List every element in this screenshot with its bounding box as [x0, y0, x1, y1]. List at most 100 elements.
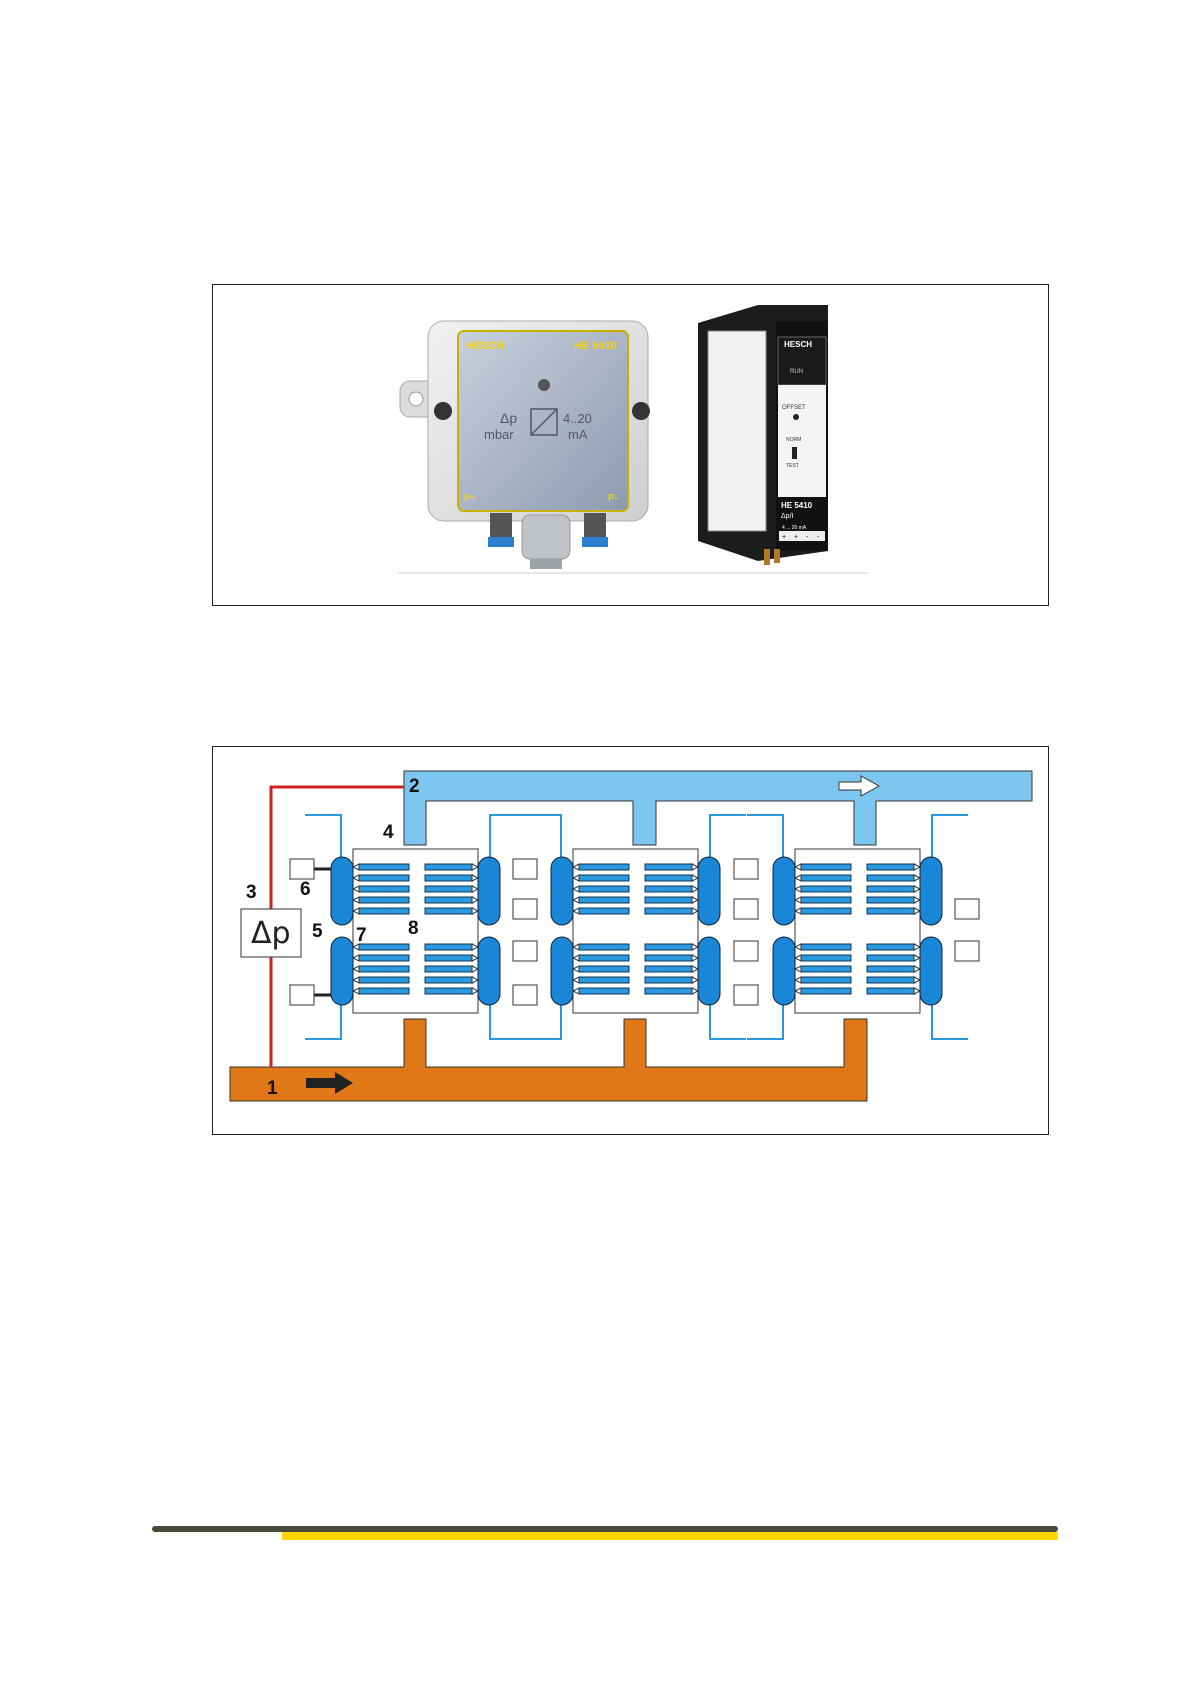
tube — [359, 977, 409, 983]
header-capsule — [331, 857, 353, 925]
label-6: 6 — [300, 879, 311, 900]
tube — [645, 886, 693, 892]
tube — [579, 875, 629, 881]
lead-line — [490, 1005, 526, 1039]
tube — [801, 897, 851, 903]
photo-frame: HESCH HE 5410 Δp mbar 4..20 mA P+ P- — [212, 284, 1049, 606]
tube — [425, 864, 473, 870]
tube — [645, 897, 693, 903]
field-transmitter-housing: HESCH HE 5410 Δp mbar 4..20 mA P+ P- — [400, 321, 650, 569]
tube — [645, 944, 693, 950]
housing-output-unit: mA — [568, 427, 588, 442]
sensor-box — [734, 941, 758, 961]
sensor-box — [513, 941, 537, 961]
footer-rule-yellow — [282, 1532, 1058, 1540]
cooling-diagram-frame: Δp 3 6 5 7 8 4 2 1 — [212, 746, 1049, 1135]
tube — [645, 955, 693, 961]
din-offset: OFFSET — [782, 405, 806, 411]
header-capsule — [698, 937, 720, 1005]
sensor-box — [955, 899, 979, 919]
tube — [801, 944, 851, 950]
label-8: 8 — [408, 918, 419, 939]
housing-symbol: Δp — [500, 410, 517, 426]
tube — [867, 988, 915, 994]
delta-p-label: Δp — [251, 916, 291, 951]
label-7: 7 — [356, 925, 367, 946]
tube — [801, 977, 851, 983]
din-term-1: + — [782, 534, 786, 541]
din-rail-transmitter: HESCH RUN OFFSET NORM TEST HE 5410 Δp/I … — [698, 305, 828, 565]
tube — [801, 864, 851, 870]
tube — [801, 955, 851, 961]
label-5: 5 — [312, 921, 323, 942]
lead-line — [747, 815, 783, 857]
sensor-box — [513, 985, 537, 1005]
tube — [579, 966, 629, 972]
lead-line — [305, 815, 341, 857]
tube — [579, 977, 629, 983]
sensor-box — [513, 859, 537, 879]
sensor-box — [734, 859, 758, 879]
din-test: TEST — [786, 463, 799, 469]
header-capsule — [551, 937, 573, 1005]
sensor-box — [734, 985, 758, 1005]
lead-line — [747, 1005, 783, 1039]
lead-line — [932, 815, 968, 857]
tube — [801, 988, 851, 994]
sensor-box — [955, 941, 979, 961]
din-norm: NORM — [786, 437, 801, 443]
lead-line — [932, 1005, 968, 1039]
header-capsule — [698, 857, 720, 925]
tube — [359, 988, 409, 994]
tube — [801, 908, 851, 914]
tube — [425, 977, 473, 983]
label-2: 2 — [409, 776, 420, 797]
port-right-label: P- — [608, 493, 618, 504]
din-brand: HESCH — [784, 340, 812, 349]
tube — [867, 886, 915, 892]
lead-line — [710, 1005, 746, 1039]
tube — [425, 988, 473, 994]
tube — [579, 897, 629, 903]
din-model-sub: Δp/I — [781, 513, 794, 520]
tube — [867, 955, 915, 961]
label-1: 1 — [267, 1078, 278, 1099]
tube — [867, 977, 915, 983]
manifold-blocks — [290, 815, 979, 1039]
tube — [867, 897, 915, 903]
tube — [579, 988, 629, 994]
tube — [801, 886, 851, 892]
tube — [867, 966, 915, 972]
header-capsule — [920, 937, 942, 1005]
header-capsule — [478, 937, 500, 1005]
sensor-box — [734, 899, 758, 919]
tube — [645, 875, 693, 881]
lead-line — [525, 815, 561, 857]
tube — [579, 908, 629, 914]
din-term-2: + — [794, 534, 798, 541]
tube — [425, 875, 473, 881]
tube — [645, 864, 693, 870]
product-photo: HESCH HE 5410 Δp mbar 4..20 mA P+ P- — [398, 301, 868, 575]
tube — [359, 864, 409, 870]
tube — [645, 908, 693, 914]
tube — [645, 977, 693, 983]
tube — [359, 886, 409, 892]
tube — [867, 908, 915, 914]
housing-output: 4..20 — [563, 411, 592, 426]
tube — [359, 966, 409, 972]
header-capsule — [920, 857, 942, 925]
lead-line — [710, 815, 746, 857]
tube — [425, 944, 473, 950]
housing-model: HE 5410 — [574, 340, 617, 352]
tube — [867, 875, 915, 881]
din-range: 4 ... 20 mA — [782, 525, 807, 531]
port-left-label: P+ — [464, 493, 477, 504]
delta-p-sensor: Δp — [241, 909, 301, 957]
tube — [425, 886, 473, 892]
supply-pipe — [230, 1019, 867, 1101]
tube — [579, 955, 629, 961]
label-3: 3 — [246, 882, 257, 903]
tube — [645, 966, 693, 972]
sensor-box — [290, 985, 314, 1005]
